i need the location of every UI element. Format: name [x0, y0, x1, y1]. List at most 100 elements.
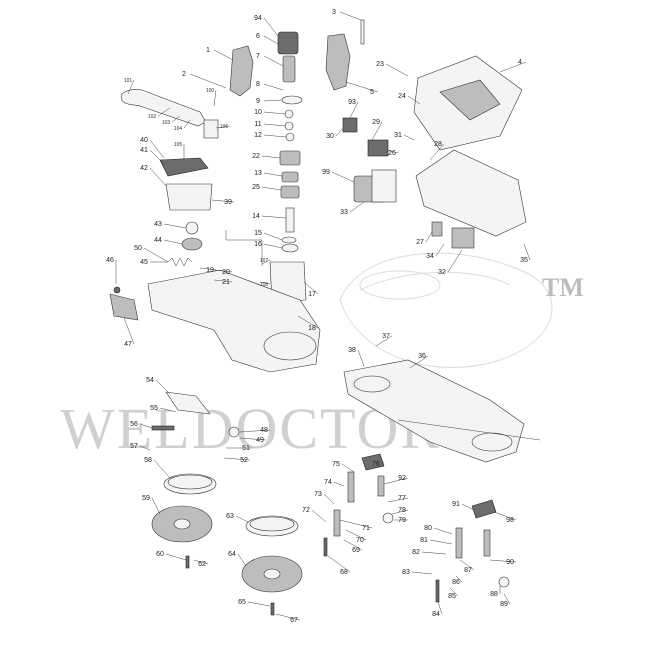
- callout-label-52: 52: [240, 457, 248, 464]
- callout-leader-78: [391, 509, 409, 515]
- callout-label-85: 85: [448, 593, 456, 600]
- callout-leader-85: [449, 587, 459, 597]
- callout-label-88: 88: [490, 591, 498, 598]
- callout-label-17: 17: [308, 291, 316, 298]
- callout-label-46: 46: [106, 257, 114, 264]
- gear-22: [279, 150, 301, 166]
- callout-leader-101: [127, 79, 135, 95]
- callout-leader-69: [343, 539, 363, 551]
- callout-label-25: 25: [252, 184, 260, 191]
- callout-label-4: 4: [518, 59, 522, 66]
- callout-leader-108: [259, 281, 271, 285]
- callout-label-29: 29: [372, 119, 380, 126]
- callout-label-93: 93: [348, 99, 356, 106]
- guide-rod-71: [333, 509, 341, 537]
- callout-label-107: 107: [260, 258, 269, 264]
- screw-65: [270, 602, 275, 616]
- bolt-68: [323, 537, 328, 557]
- callout-leader-100: [213, 89, 217, 107]
- watermark-logo-shape: [339, 252, 553, 368]
- callout-leader-31: [403, 134, 415, 141]
- callout-label-54: 54: [146, 377, 154, 384]
- trigger-93: [342, 117, 358, 133]
- callout-leader-76: [381, 461, 385, 465]
- wheel-59-hub: [173, 518, 191, 530]
- motor-housing-right: [325, 33, 351, 91]
- callout-leader-8: [263, 83, 284, 91]
- callout-leader-106: [215, 125, 231, 129]
- motor-housing-left: [229, 45, 254, 97]
- callout-label-47: 47: [124, 341, 132, 348]
- callout-label-84: 84: [432, 611, 440, 618]
- callout-label-63: 63: [226, 513, 234, 520]
- callout-label-24: 24: [398, 93, 406, 100]
- callout-leader-70: [345, 529, 367, 541]
- callout-label-34: 34: [426, 253, 434, 260]
- callout-leader-41: [149, 149, 165, 165]
- callout-leader-73: [323, 493, 335, 505]
- callout-label-33: 33: [340, 209, 348, 216]
- callout-label-14: 14: [252, 213, 260, 220]
- callout-label-67: 67: [290, 617, 298, 624]
- callout-leader-52: [223, 457, 251, 461]
- callout-label-77: 77: [398, 495, 406, 502]
- callout-leader-6: [263, 35, 279, 45]
- callout-leader-103: [171, 115, 181, 123]
- callout-leader-38: [357, 349, 365, 367]
- callout-label-83: 83: [402, 569, 410, 576]
- callout-leader-59: [151, 497, 161, 515]
- callout-leader-29: [371, 121, 383, 141]
- callout-leader-33: [349, 201, 365, 213]
- callout-leader-26: [385, 149, 399, 154]
- callout-label-51: 51: [242, 445, 250, 452]
- callout-leader-64: [237, 553, 247, 567]
- callout-leader-57: [139, 445, 151, 451]
- callout-label-90: 90: [506, 559, 514, 566]
- switch-27: [431, 221, 443, 237]
- callout-leader-1: [213, 49, 234, 61]
- callout-label-106: 106: [220, 124, 229, 130]
- screw-46: [113, 286, 121, 294]
- callout-label-1: 1: [206, 47, 210, 54]
- wire-bracket-107: [225, 230, 263, 266]
- callout-leader-4: [499, 61, 527, 73]
- callout-label-70: 70: [356, 537, 364, 544]
- washer-15: [281, 236, 297, 244]
- callout-label-101: 101: [124, 78, 133, 84]
- callout-leader-22: [261, 155, 281, 159]
- callout-leader-7: [263, 55, 284, 67]
- callout-label-6: 6: [256, 33, 260, 40]
- callout-label-23: 23: [376, 61, 384, 68]
- callout-leader-99: [331, 171, 355, 183]
- gear-13: [281, 171, 299, 183]
- callout-label-99: 99: [322, 169, 330, 176]
- callout-label-20: 20: [222, 269, 230, 276]
- callout-label-91: 91: [452, 501, 460, 508]
- callout-leader-10: [263, 111, 286, 115]
- callout-leader-47: [123, 317, 135, 345]
- callout-leader-19: [199, 267, 217, 271]
- callout-label-12: 12: [254, 132, 262, 139]
- callout-label-45: 45: [140, 259, 148, 266]
- callout-label-100: 100: [206, 88, 215, 94]
- callout-label-55: 55: [150, 405, 158, 412]
- wheel-hub-right: [471, 432, 513, 452]
- guide-arm-92: [377, 475, 385, 497]
- callout-leader-5: [345, 81, 379, 93]
- spacer-48: [228, 426, 240, 438]
- callout-label-37: 37: [382, 333, 390, 340]
- callout-leader-16: [263, 243, 283, 249]
- bearing-10: [284, 109, 294, 119]
- callout-label-65: 65: [238, 599, 246, 606]
- callout-leader-86: [455, 575, 463, 583]
- callout-label-58: 58: [144, 457, 152, 464]
- armature-shaft: [282, 55, 296, 83]
- callout-label-43: 43: [154, 221, 162, 228]
- callout-leader-72: [311, 509, 327, 523]
- spring-45: [167, 257, 193, 267]
- callout-leader-36: [409, 355, 429, 369]
- callout-leader-24: [407, 95, 421, 105]
- callout-label-44: 44: [154, 237, 162, 244]
